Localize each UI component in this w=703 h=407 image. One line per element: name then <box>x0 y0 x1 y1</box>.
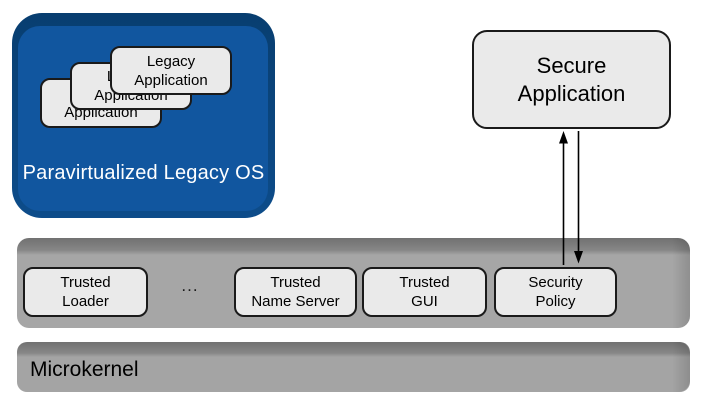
paravirtualized-legacy-os-box: Legacy Application Legacy Application Le… <box>12 13 275 218</box>
trusted-gui-box: Trusted GUI <box>362 267 487 317</box>
trusted-gui-label-line2: GUI <box>411 293 438 310</box>
legacy-application-label-line1: Legacy <box>146 52 196 70</box>
security-policy-box: Security Policy <box>494 267 617 317</box>
security-policy-label-line1: Security <box>528 274 583 291</box>
security-policy-label-line2: Policy <box>535 293 576 310</box>
trusted-gui-label-line1: Trusted <box>399 274 450 291</box>
trusted-name-server-label-line2: Name Server <box>251 293 340 310</box>
trusted-loader-label-line2: Loader <box>62 293 109 310</box>
trusted-services-bar: Trusted Loader ... Trusted Name Server T… <box>17 238 690 328</box>
secure-application-label-line2: Application <box>517 80 626 106</box>
bar-right-bevel <box>672 342 690 392</box>
more-services-ellipsis: ... <box>181 276 199 295</box>
bar-right-bevel <box>672 238 690 328</box>
trusted-loader-label-line1: Trusted <box>60 274 111 291</box>
microkernel-label: Microkernel <box>30 358 139 381</box>
legacy-application-box-front: Legacy Application <box>110 46 232 95</box>
trusted-name-server-label-line1: Trusted <box>270 274 321 291</box>
legacy-os-label: Paravirtualized Legacy OS <box>22 162 265 184</box>
secure-application-box: Secure Application <box>472 30 671 129</box>
secure-application-label-line1: Secure <box>536 52 607 78</box>
microkernel-bar: Microkernel <box>17 342 690 392</box>
trusted-name-server-box: Trusted Name Server <box>234 267 357 317</box>
trusted-loader-box: Trusted Loader <box>23 267 148 317</box>
legacy-application-label-line2: Application <box>134 71 208 89</box>
